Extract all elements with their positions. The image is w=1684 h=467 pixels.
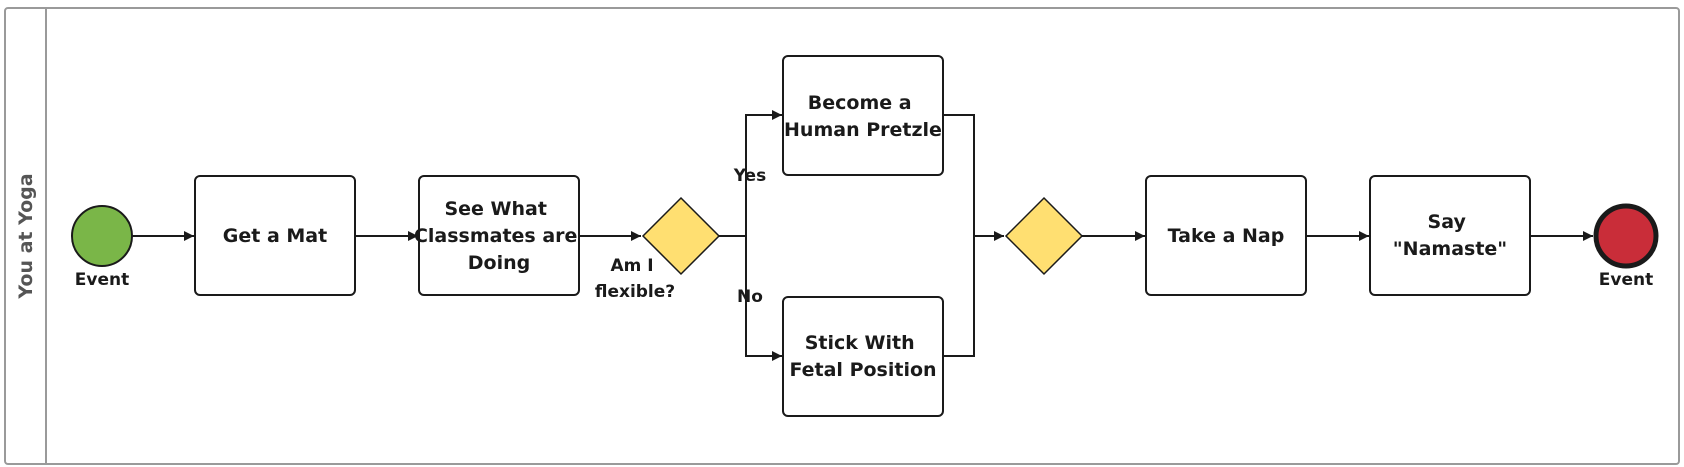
decision-gateway: Am I flexible?	[595, 196, 721, 302]
end-event-label: Event	[1599, 270, 1653, 290]
flow-decision-no	[745, 236, 782, 361]
merge-gateway-diamond	[1004, 196, 1084, 276]
task-see-classmates: See What Classmates are Doing	[414, 175, 584, 296]
task-fetal-text: Stick With Fetal Position	[789, 332, 936, 381]
end-event-circle	[1593, 203, 1659, 269]
start-event-label: Event	[75, 270, 129, 290]
task-namaste-text: Say "Namaste"	[1393, 211, 1507, 260]
task-nap-text: Take a Nap	[1168, 225, 1285, 247]
task-get-mat: Get a Mat	[194, 175, 356, 296]
start-event: Event	[71, 205, 133, 290]
flow-decision-yes	[719, 110, 782, 237]
task-fetal: Stick With Fetal Position	[782, 296, 944, 417]
branch-yes-label: Yes	[733, 166, 766, 186]
decision-gateway-label: Am I flexible?	[595, 256, 675, 302]
task-nap: Take a Nap	[1145, 175, 1307, 296]
end-event: Event	[1593, 203, 1659, 290]
task-pretzel: Become a Human Pretzle	[782, 55, 944, 176]
merge-gateway	[1004, 196, 1084, 276]
start-event-circle	[71, 205, 133, 267]
task-pretzel-text: Become a Human Pretzle	[784, 92, 942, 141]
decision-gateway-diamond	[641, 196, 721, 276]
lane-label: You at Yoga	[15, 173, 37, 299]
flow-pretzel-to-merge	[942, 114, 975, 236]
branch-no-label: No	[737, 287, 763, 307]
task-get-mat-text: Get a Mat	[223, 225, 327, 247]
task-namaste: Say "Namaste"	[1369, 175, 1531, 296]
task-see-classmates-text: See What Classmates are Doing	[414, 198, 584, 274]
pool-border	[4, 7, 1680, 465]
flow-fetal-to-merge	[942, 231, 1004, 357]
